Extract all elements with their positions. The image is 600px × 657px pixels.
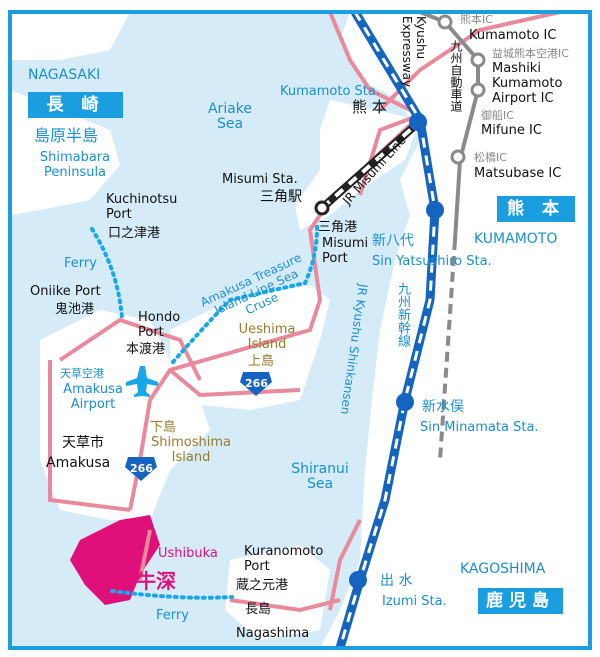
label-shimoshima-jp: 下島 (150, 420, 177, 435)
label-ariake-sea: Ariake Sea (207, 101, 253, 132)
label-nagashima-jp: 長島 (245, 602, 272, 617)
label-ic-matsubase-en: Matsubase IC (474, 166, 562, 181)
label-ic-mifune-en: Mifune IC (481, 123, 542, 138)
label-amakusa-en: Amakusa (46, 455, 111, 471)
label-izumi-jp: 出 水 (380, 573, 413, 589)
label-airport-en: Amakusa Airport (63, 382, 123, 412)
label-izumi-en: Izumi Sta. (382, 594, 447, 609)
ushibuka-area (70, 515, 160, 605)
badge-kagoshima: 鹿児島 (478, 588, 563, 614)
label-shimabara-jp: 島原半島 (34, 126, 99, 145)
label-shimabara-en: Shimabara Peninsula (39, 150, 111, 180)
badge-kumamoto: 熊 本 (497, 196, 575, 222)
label-ushibuka-jp: 牛深 (136, 569, 176, 593)
label-nagasaki: NAGASAKI (28, 67, 101, 83)
label-ic-mashiki-en: Mashiki Kumamoto Airport IC (492, 61, 563, 106)
label-ushibuka-en: Ushibuka (158, 546, 218, 561)
airplane-icon (126, 366, 158, 397)
route-266-label-2: 266 (130, 462, 153, 475)
ic-markers (437, 14, 486, 165)
label-expressway-jp: 九州自動車道 (449, 40, 463, 112)
map-frame (8, 10, 592, 650)
label-hondo-jp: 本渡港 (126, 342, 166, 357)
label-shinyatsushiro-jp: 新八代 (372, 233, 414, 249)
label-ic-mashiki-jp: 益城熊本空港IC (492, 47, 569, 60)
label-kumamoto-sta-jp: 熊 本 (352, 98, 387, 116)
label-hondo-en: Hondo Port (138, 310, 181, 340)
label-ferry-ushibuka: Ferry (156, 608, 189, 623)
label-shinyatsushiro-en: Sin Yatsushiro Sta. (372, 254, 492, 269)
label-kumamoto-sta-en: Kumamoto Sta. (280, 84, 380, 99)
label-misumi-port-en: Misumi Port (322, 236, 369, 266)
misumi-station-marker (314, 200, 330, 216)
label-kuranomoto-jp: 蔵之元港 (236, 578, 289, 593)
shimoshima-island (40, 310, 210, 520)
label-shinminamata-jp: 新水俣 (422, 399, 464, 415)
label-ueshima-en: Ueshima Island (238, 322, 296, 352)
label-ic-matsubase-jp: 松橋IC (474, 151, 507, 164)
label-ic-kumamoto-jp: 熊本IC (460, 13, 493, 26)
badge-nagasaki: 長 崎 (28, 92, 123, 118)
label-amakusa-jp: 天草市 (62, 435, 104, 451)
label-airport-jp: 天草空港 (60, 367, 104, 380)
label-ic-mifune-jp: 御船IC (481, 109, 514, 122)
label-expressway-en: Kyushu Expressway (400, 16, 428, 88)
label-shinkansen-jp: 九州新幹線 (395, 282, 410, 347)
label-shiranui-sea: Shiranui Sea (291, 461, 349, 492)
label-ic-kumamoto-en: Kumamoto IC (469, 28, 557, 43)
label-kagoshima: KAGOSHIMA (460, 561, 546, 577)
route-266-label-1: 266 (245, 377, 268, 390)
label-misumi-sta-en: Misumi Sta. (222, 172, 298, 187)
ferry-routes (90, 220, 320, 600)
label-kuranomoto-en: Kuranomoto Port (244, 544, 324, 574)
uto-peninsula (295, 100, 420, 230)
label-ferry-kuchinotsu: Ferry (64, 256, 97, 271)
label-shinminamata-en: Sin Minamata Sta. (420, 420, 539, 435)
label-kuchinotsu-jp: 口之津港 (108, 226, 161, 241)
label-kuchinotsu-en: Kuchinotsu Port (106, 192, 178, 222)
label-oniike-jp: 鬼池港 (55, 302, 95, 317)
label-ueshima-jp: 上島 (248, 354, 275, 369)
label-kumamoto: KUMAMOTO (474, 231, 558, 247)
label-shimoshima-en: Shimoshima Island (151, 435, 231, 465)
label-misumi-sta-jp: 三角駅 (260, 189, 302, 205)
label-nagashima-en: Nagashima (236, 626, 310, 641)
route-266-shields (125, 372, 272, 481)
shimabara-land (10, 90, 120, 215)
shinkansen-stations (349, 113, 444, 589)
label-oniike-en: Oniike Port (30, 284, 101, 299)
label-misumi-port-jp: 三角港 (318, 220, 358, 235)
nagashima-island (225, 545, 330, 640)
nagasaki-land (10, 12, 130, 60)
